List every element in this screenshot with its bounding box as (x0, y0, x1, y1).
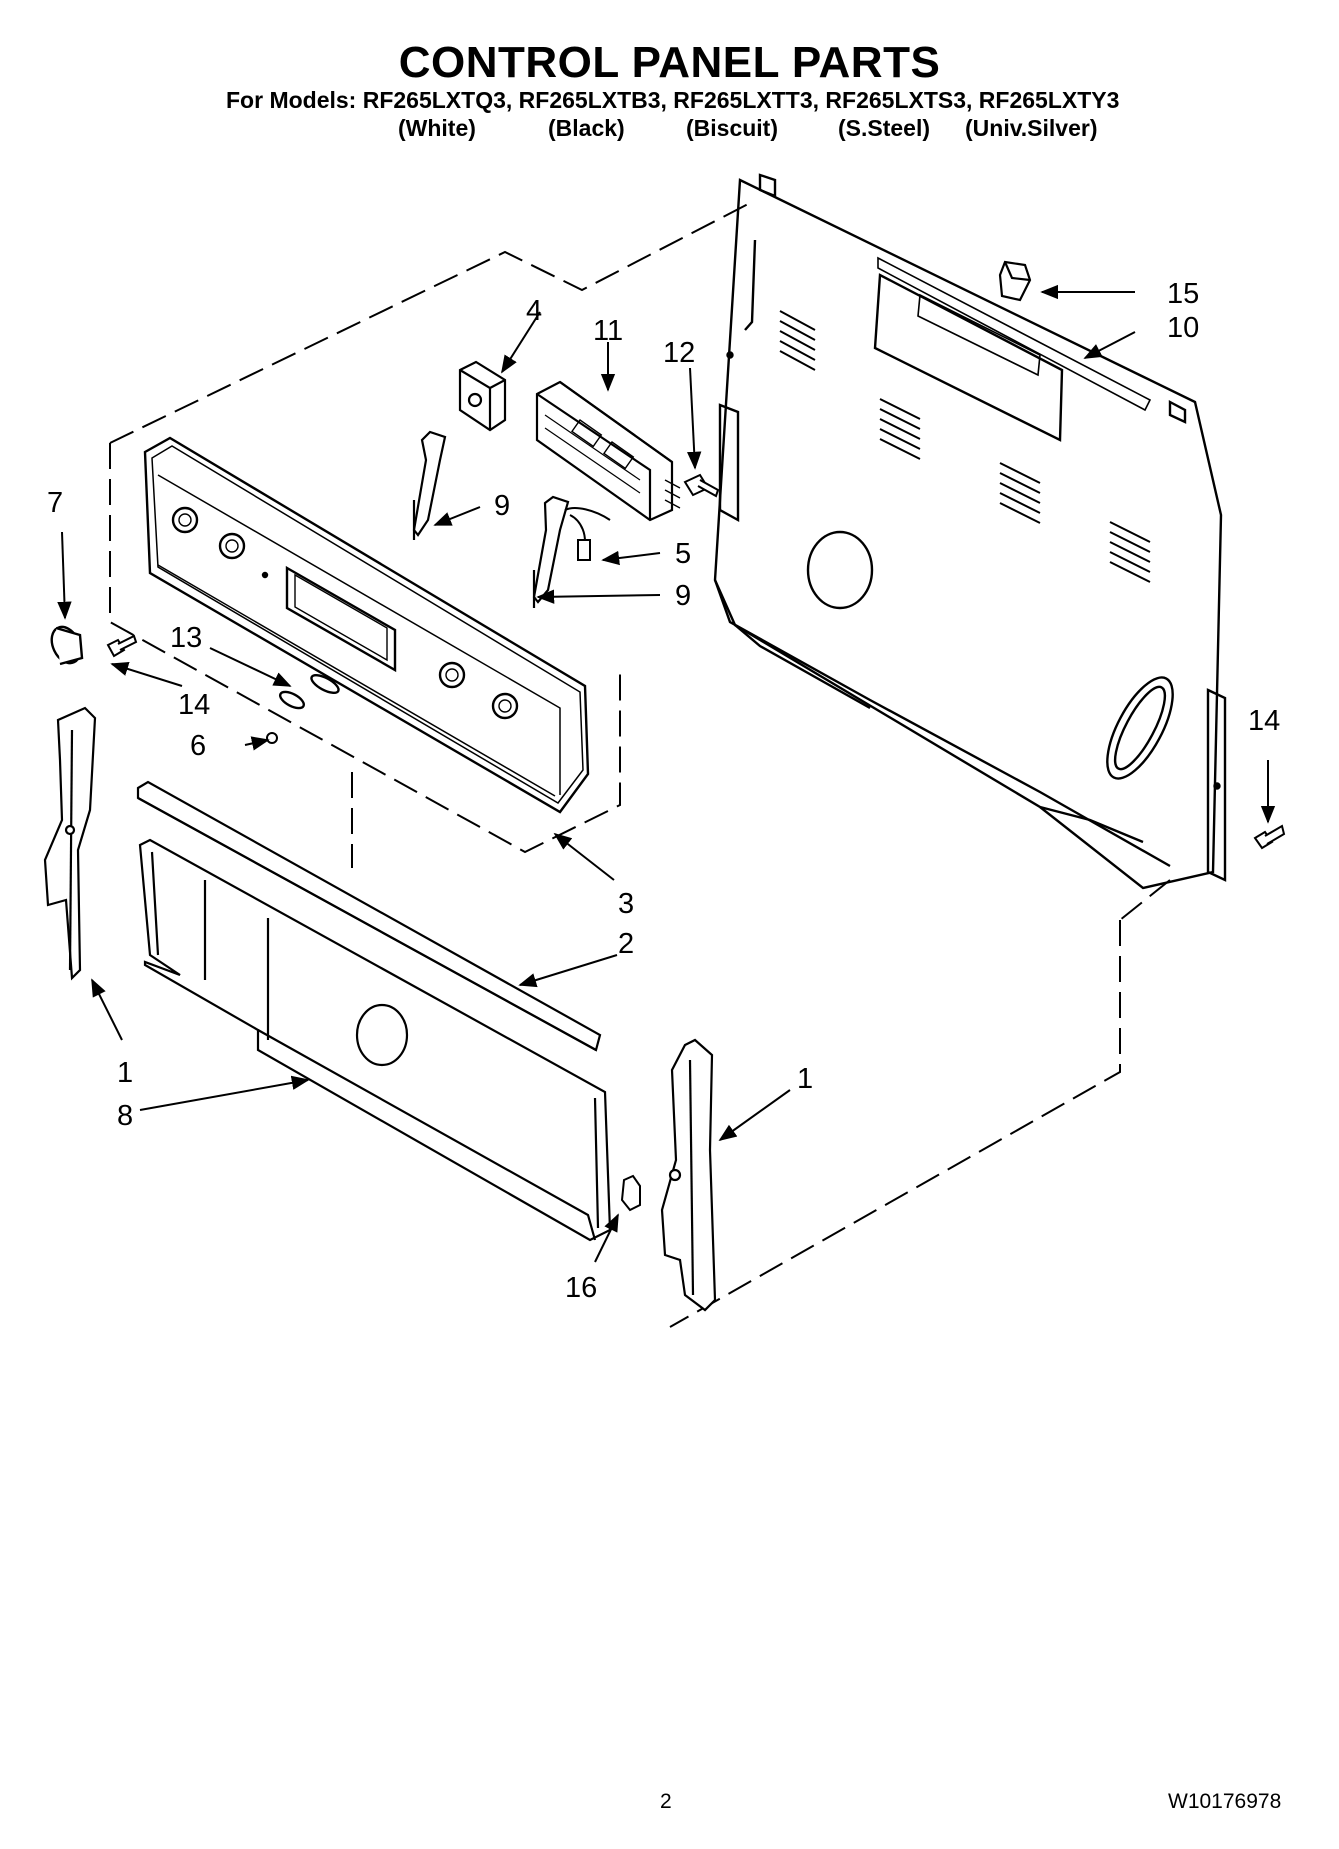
callout-12: 12 (663, 337, 695, 369)
callout-14-left: 14 (178, 689, 210, 721)
side-bracket-right (660, 1038, 717, 1312)
models-line: For Models: RF265LXTQ3, RF265LXTB3, RF26… (226, 87, 1120, 113)
knob-7 (50, 625, 84, 666)
console-panel (143, 436, 590, 814)
clip-part-15 (998, 260, 1032, 302)
callout-7: 7 (47, 487, 63, 519)
screw-13 (106, 634, 138, 658)
callout-3: 3 (618, 888, 634, 920)
screw-6 (266, 732, 278, 744)
manifold-panel (138, 838, 612, 1242)
trim-strip (136, 780, 602, 1052)
callout-1-right: 1 (797, 1063, 813, 1095)
color-stainless: (S.Steel) (838, 115, 931, 141)
electronic-control (535, 380, 681, 522)
callout-2: 2 (618, 928, 634, 960)
callout-1-left: 1 (117, 1057, 133, 1089)
callout-9-lower: 9 (675, 580, 691, 612)
assembly-dashed-lines (109, 202, 1171, 1328)
callout-13: 13 (170, 622, 202, 654)
page-number: 2 (660, 1790, 672, 1813)
rear-panel (713, 173, 1227, 890)
color-black: (Black) (548, 115, 625, 141)
wire-harness-5 (564, 507, 611, 561)
wire-hangers (412, 430, 570, 608)
color-biscuit: (Biscuit) (686, 115, 778, 141)
leader-arrows (57, 284, 1276, 1263)
color-white: (White) (398, 115, 476, 141)
callout-6: 6 (190, 730, 206, 762)
screw-12 (683, 473, 720, 498)
screw-16 (620, 1174, 641, 1212)
callout-labels: 15 10 4 11 12 9 5 9 7 13 14 6 3 2 1 8 1 … (47, 278, 1280, 1304)
screw-14-right (1253, 824, 1286, 850)
callout-5: 5 (675, 538, 691, 570)
callout-4: 4 (526, 295, 542, 327)
page-title: CONTROL PANEL PARTS (398, 38, 941, 87)
callout-14-right: 14 (1248, 705, 1280, 737)
callout-11: 11 (593, 315, 623, 347)
callout-16: 16 (565, 1272, 597, 1304)
color-univ-silver: (Univ.Silver) (965, 115, 1098, 141)
callout-15: 15 (1167, 278, 1199, 310)
callout-10: 10 (1167, 312, 1199, 344)
side-bracket-left (43, 706, 97, 981)
callout-9-upper: 9 (494, 490, 510, 522)
callout-8: 8 (117, 1100, 133, 1132)
document-number: W10176978 (1168, 1790, 1282, 1813)
switch-part-4 (458, 360, 507, 432)
